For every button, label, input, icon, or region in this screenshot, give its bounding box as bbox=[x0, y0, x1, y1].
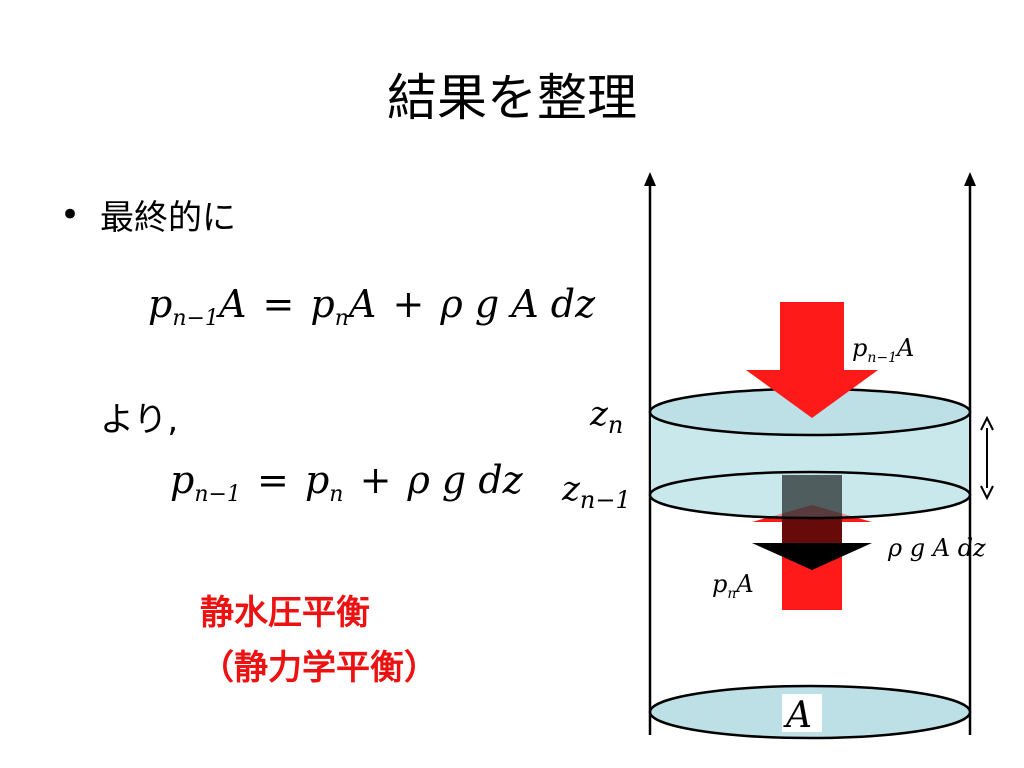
eq1-equals: = bbox=[262, 282, 295, 326]
eq1-lhs-sub: n−1 bbox=[172, 306, 219, 331]
bullet-symbol: • bbox=[60, 194, 81, 235]
eq1-rhs1-sub: n bbox=[334, 306, 349, 331]
left-wall-arrow-icon bbox=[644, 172, 656, 186]
zn-label: zn bbox=[589, 394, 623, 439]
weight-arrow-head bbox=[752, 543, 872, 570]
eq2-rhs1-sub: n bbox=[329, 482, 344, 507]
eq1-rhs2: ρ g A dz bbox=[440, 282, 596, 326]
eq2-rhs2: ρ g dz bbox=[407, 458, 523, 502]
bullet-item: • 最終的に bbox=[60, 190, 236, 239]
weight-label: ρ g A dz bbox=[887, 534, 986, 562]
right-wall-arrow-icon bbox=[964, 172, 976, 186]
equation-pressure: pn−1 = pn + ρ g dz bbox=[170, 458, 523, 507]
page-title: 結果を整理 bbox=[387, 69, 637, 127]
area-label-bg bbox=[782, 694, 822, 732]
top-force-arrow-shaft bbox=[780, 302, 844, 370]
bullet-text: 最終的に bbox=[100, 198, 236, 238]
zn1-label: zn−1 bbox=[561, 469, 631, 514]
thickness-arrow-down-icon bbox=[980, 485, 994, 501]
yori-text: より, bbox=[100, 400, 179, 440]
eq2-equals: = bbox=[257, 458, 289, 502]
eq1-rhs1-var: p bbox=[310, 282, 335, 326]
eq2-rhs1-var: p bbox=[304, 458, 330, 502]
thickness-arrow-up-icon bbox=[980, 415, 994, 431]
eq1-lhs-var: p bbox=[148, 282, 173, 326]
eq2-plus: + bbox=[359, 458, 392, 502]
bottom-force-label: pnA bbox=[712, 570, 754, 602]
eq2-lhs-var: p bbox=[170, 458, 195, 502]
top-force-arrow-head bbox=[746, 370, 878, 418]
static-equilibrium-label: （静力学平衡） bbox=[200, 648, 438, 688]
top-force-label: pn−1A bbox=[852, 334, 914, 366]
eq1-plus: + bbox=[392, 282, 425, 326]
area-label: A bbox=[783, 695, 812, 736]
eq1-rhs1-tail: A bbox=[348, 282, 377, 326]
eq2-lhs-sub: n−1 bbox=[194, 482, 241, 507]
equation-force-balance: pn−1A = pnA + ρ g A dz bbox=[148, 282, 595, 331]
eq1-lhs-tail: A bbox=[218, 282, 247, 326]
weight-arrow-shaft bbox=[782, 475, 842, 543]
hydrostatic-equilibrium-label: 静水圧平衡 bbox=[200, 593, 370, 633]
